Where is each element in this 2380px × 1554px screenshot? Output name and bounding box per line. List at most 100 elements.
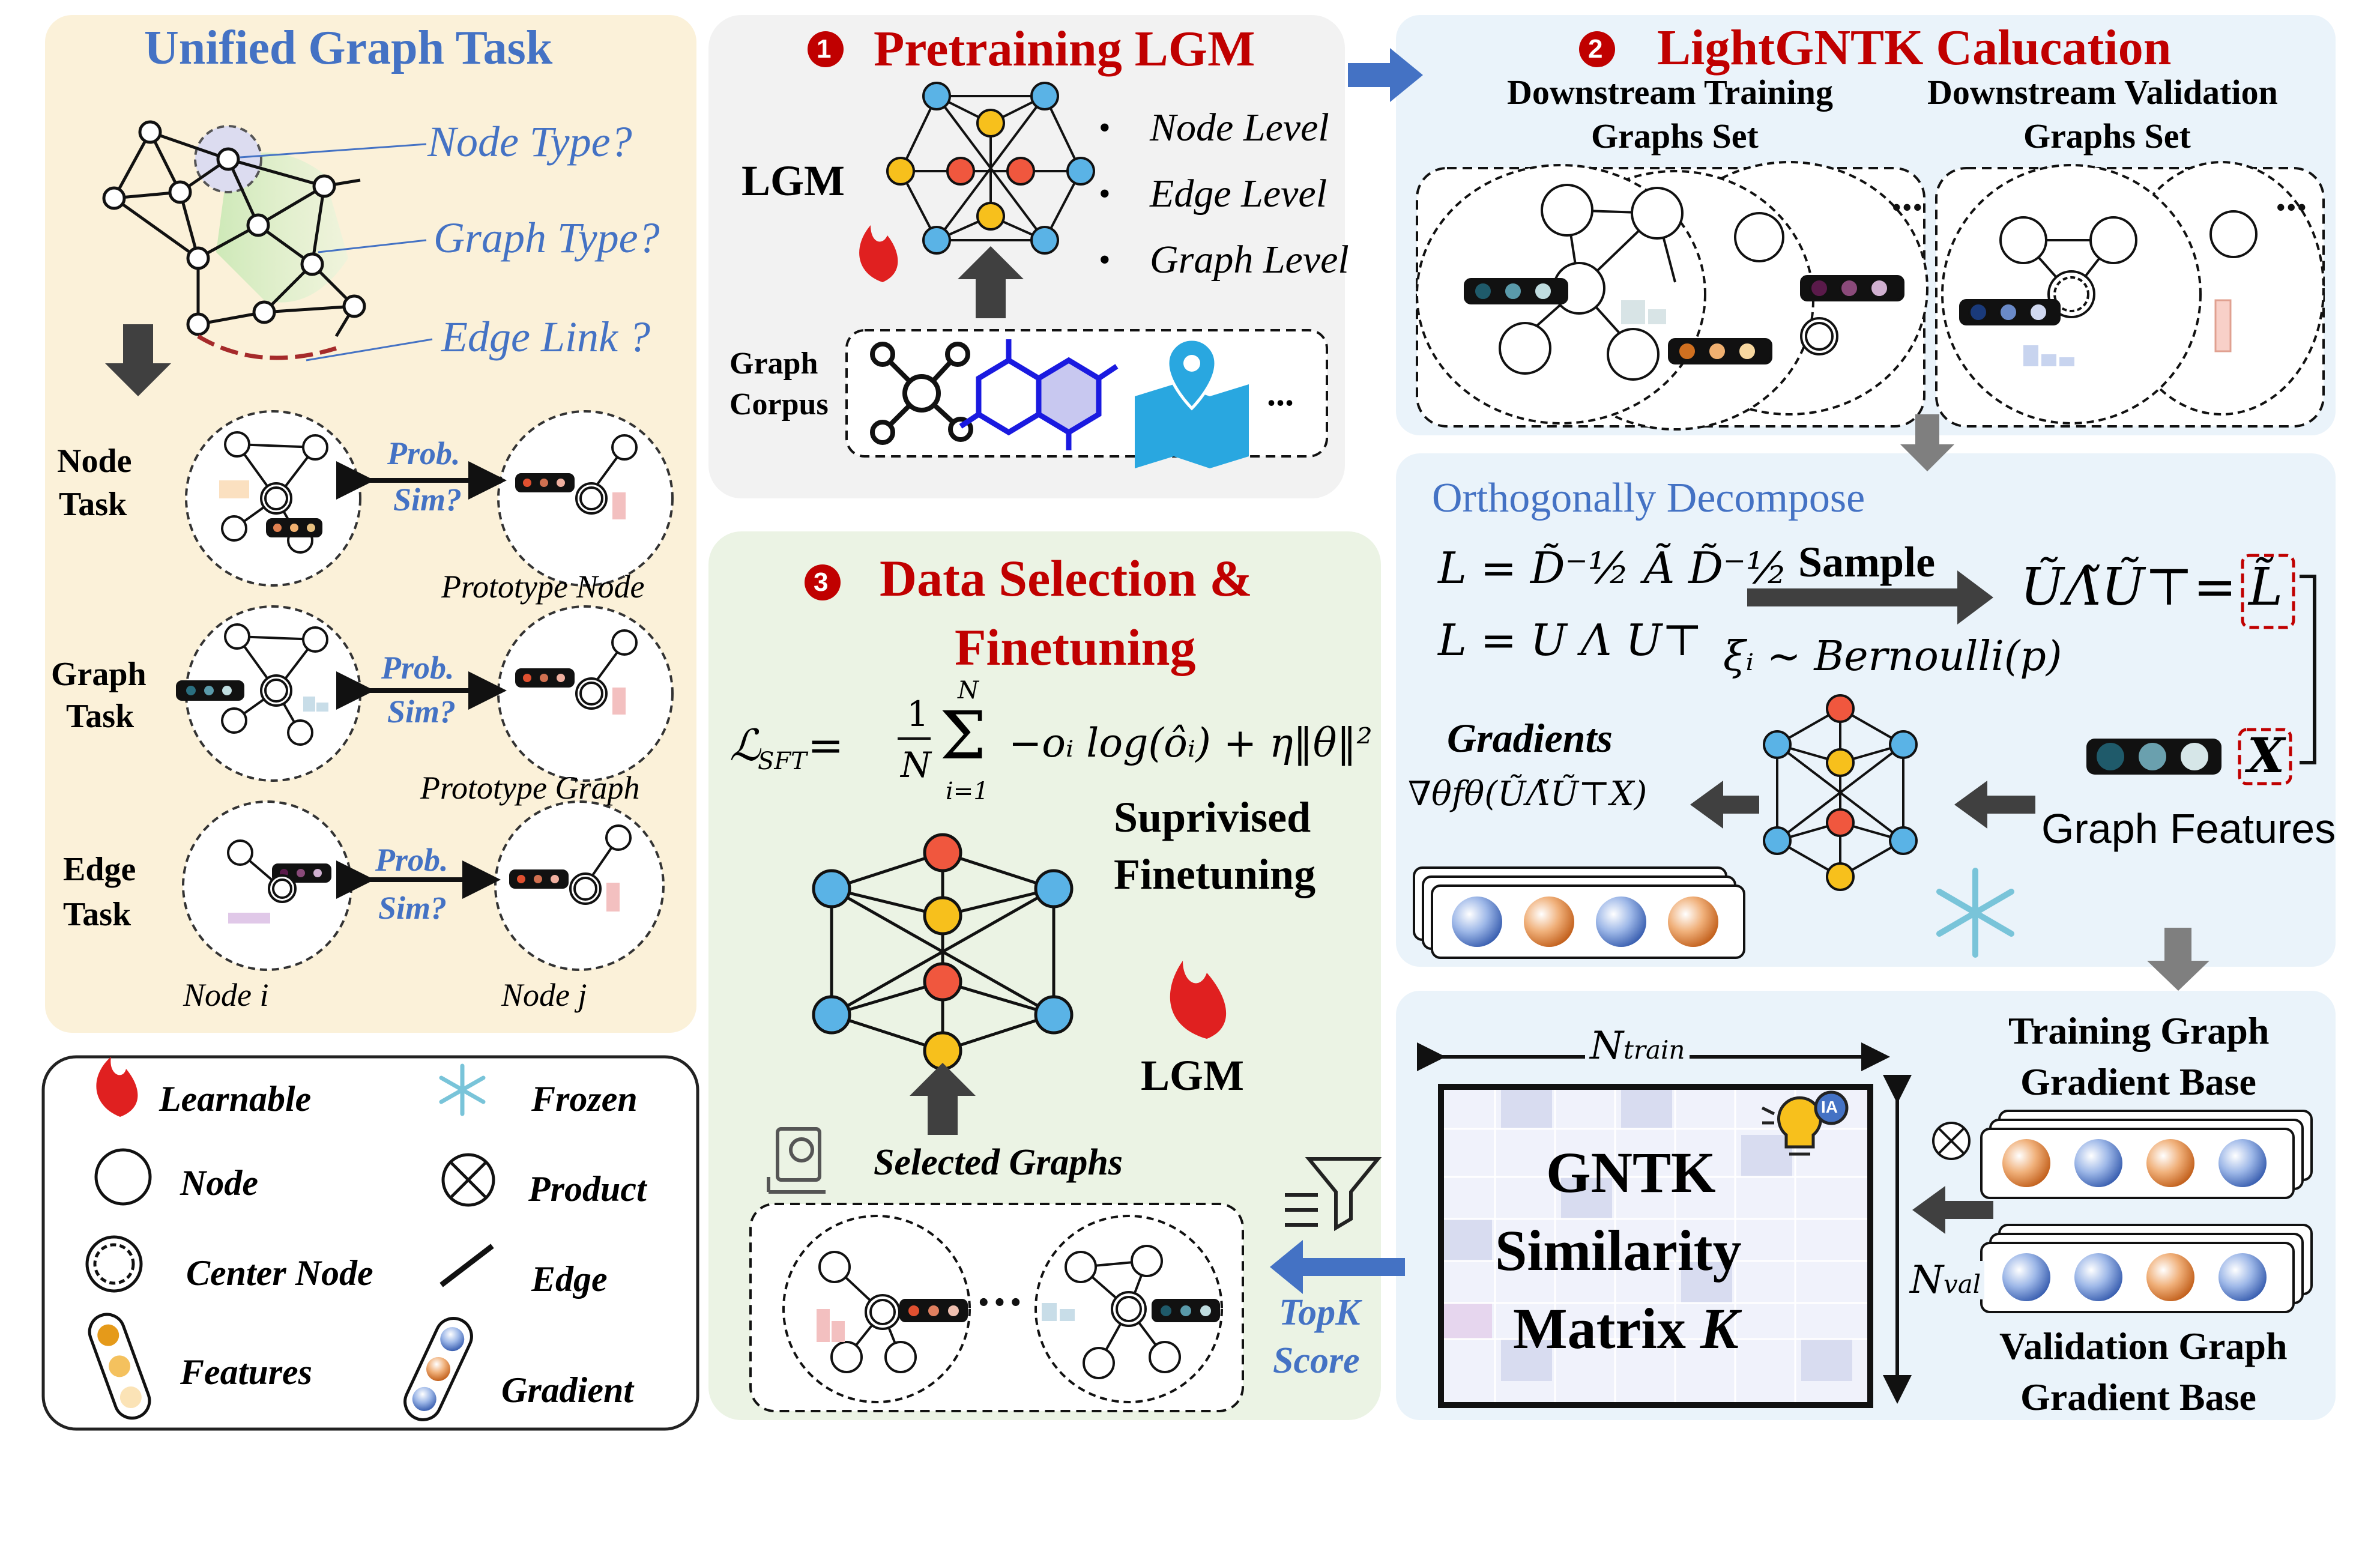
node-level-label: Node Level (1150, 106, 1329, 150)
legend-snowflake-icon (439, 1063, 486, 1116)
matrix-label: Matrix K (1513, 1296, 1739, 1361)
pretrain-lgm-network (886, 82, 1095, 255)
laplacian-eq: L = D̃⁻½ Ã D̃⁻½ (1438, 543, 1788, 593)
down-arrow-to-bases (2147, 928, 2209, 991)
down-arrow-unified (105, 324, 171, 396)
arrow-network-to-gradients (1690, 781, 1759, 829)
ia-label: IA (1821, 1098, 1838, 1116)
selected-graph-2 (1034, 1215, 1223, 1403)
training-gradient-base (1980, 1110, 2313, 1199)
unified-title: Unified Graph Task (144, 22, 553, 74)
selected-graphs-label: Selected Graphs (874, 1142, 1123, 1183)
topk-label-2: Score (1273, 1340, 1360, 1381)
gntk-frozen-network (1763, 694, 1918, 891)
loss-sum-top: N (958, 677, 979, 704)
eigen-eq: L = U Λ U⊤ (1438, 615, 1703, 665)
down-arrow-to-ortho (1900, 414, 1954, 471)
prototype-graph-label: Prototype Graph (420, 770, 640, 806)
train-base-label-1: Training Graph (2008, 1009, 2270, 1052)
graph-type-label: Graph Type? (433, 214, 660, 262)
node-i-label: Node i (183, 977, 269, 1013)
step-badge-2 (1579, 31, 1615, 67)
train-set-dots: ... (1891, 174, 1923, 220)
selection-title-1: Data Selection & (880, 549, 1252, 607)
node-task-label-1: Node (57, 443, 132, 480)
arrow-bases-to-matrix (1912, 1186, 1993, 1234)
legend-node-icon (94, 1148, 152, 1206)
level-bullet-1: • (1099, 109, 1111, 147)
edge-task-node-j (494, 800, 665, 971)
edge-sim-label: Sim? (378, 890, 447, 926)
product-operator-icon (1932, 1122, 1971, 1160)
arrow-features-to-network (1954, 781, 2035, 829)
validation-gradient-base (1980, 1224, 2313, 1313)
node-prob-label: Prob. (387, 435, 461, 471)
pretrain-lgm-label: LGM (741, 157, 845, 205)
level-bullet-2: • (1099, 175, 1111, 213)
legend-gradient-label: Gradient (501, 1370, 634, 1410)
legend-product-icon (441, 1153, 495, 1207)
train-graph-stack (1416, 161, 1928, 431)
node-task-prototype (497, 410, 674, 587)
x-label: X (2247, 727, 2285, 784)
legend-edge-label: Edge (531, 1259, 608, 1299)
val-set-label-2: Graphs Set (2023, 116, 2191, 156)
graph-task-graph-left (176, 605, 361, 782)
finetune-lgm-network (812, 833, 1074, 1071)
n-train-label: Ntrain (1585, 1027, 1690, 1065)
topk-label-1: TopK (1279, 1292, 1361, 1333)
legend-features-icon (88, 1313, 151, 1420)
pretrain-title: Pretraining LGM (874, 21, 1255, 77)
loss-lhs: ℒ (729, 720, 761, 770)
legend-node-label: Node (180, 1163, 258, 1203)
val-set-dots: ... (2276, 174, 2307, 220)
l-tilde-label: L̃ (2249, 557, 2283, 617)
legend-center-node-icon (85, 1235, 143, 1293)
node-sim-label: Sim? (393, 482, 462, 518)
bracket-l-x (2300, 575, 2316, 764)
gradient-formula: ∇θfθ(ŨΛ̃Ũ⊤X) (1408, 775, 1648, 814)
bernoulli-label: ξᵢ ∼ Bernoulli(p) (1723, 633, 2062, 680)
edge-level-label: Edge Level (1150, 172, 1327, 216)
corpus-ellipsis: ... (1267, 373, 1294, 413)
legend-learnable-label: Learnable (159, 1079, 312, 1119)
unified-big-graph (102, 120, 366, 360)
level-bullet-3: • (1099, 241, 1111, 279)
sample-arrow (1747, 570, 1993, 624)
gradient-stack (1413, 866, 1745, 959)
unified-panel (45, 15, 696, 1033)
pretrain-flame-icon (859, 225, 898, 282)
corpus-chemical-icon (959, 339, 1119, 450)
pointer-graph-type (318, 239, 427, 253)
selection-panel (708, 531, 1381, 1420)
sft-label-1: Suprivised (1114, 793, 1311, 841)
step-badge-3-number: 3 (814, 567, 829, 597)
graph-task-label-1: Graph (51, 656, 146, 693)
x-box (2238, 728, 2292, 785)
loss-subscript: SFT (758, 748, 807, 775)
arrow-topk-to-selected (1270, 1240, 1405, 1294)
legend-center-node-label: Center Node (186, 1253, 373, 1293)
loss-frac-top: 1 (907, 694, 929, 734)
edge-prob-label: Prob. (375, 842, 449, 878)
selected-dots: ··· (976, 1276, 1024, 1329)
pretrain-up-arrow (958, 246, 1024, 318)
corpus-map-icon (1135, 337, 1249, 468)
sample-label: Sample (1798, 538, 1936, 586)
legend-features-label: Features (180, 1352, 313, 1392)
finetune-flame-icon (1170, 961, 1227, 1039)
ortho-label: Orthogonally Decompose (1432, 475, 1865, 521)
corpus-molecule-icon (870, 342, 973, 445)
edge-task-label-1: Edge (63, 851, 136, 888)
edge-task-label-2: Task (63, 896, 131, 933)
graph-features-icon (2086, 739, 2221, 775)
l-tilde-box (2241, 554, 2295, 629)
node-j-label: Node j (501, 977, 587, 1013)
node-task-label-2: Task (59, 486, 127, 523)
selected-graphs-icon (767, 1127, 826, 1194)
graph-corpus-label-2: Corpus (729, 387, 829, 422)
gntk-snowflake-icon (1936, 868, 2014, 958)
gradients-label: Gradients (1447, 715, 1613, 761)
graph-sim-label: Sim? (387, 694, 456, 730)
